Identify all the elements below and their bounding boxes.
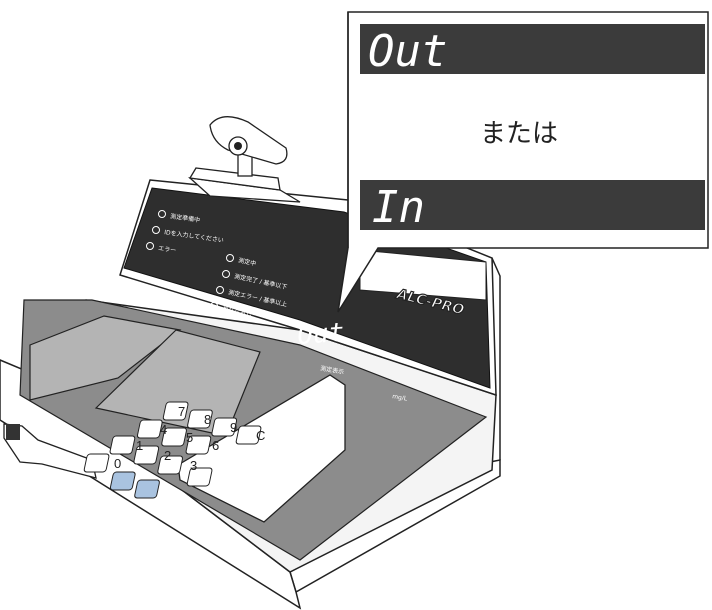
key-label: 7 bbox=[178, 404, 185, 419]
key-label: 2 bbox=[164, 448, 171, 463]
indicator-label: 測定中 bbox=[238, 256, 257, 268]
callout-display-out bbox=[360, 24, 705, 74]
key-8[interactable] bbox=[187, 409, 213, 429]
key-label: 4 bbox=[160, 422, 167, 437]
key-label: 1 bbox=[136, 438, 143, 453]
key-9[interactable] bbox=[211, 417, 238, 437]
panel-unit: mg/L bbox=[392, 393, 409, 403]
indicator-label: エラー bbox=[158, 245, 177, 254]
indicator-lamp-icon bbox=[222, 270, 230, 278]
key-4[interactable] bbox=[136, 419, 163, 439]
callout-display-in bbox=[360, 180, 705, 230]
key-label: 6 bbox=[212, 438, 219, 453]
key-c[interactable] bbox=[235, 425, 262, 445]
side-connector bbox=[3, 423, 97, 479]
key-7[interactable] bbox=[162, 401, 189, 421]
key-label: 9 bbox=[230, 420, 237, 435]
key-3[interactable] bbox=[157, 455, 184, 475]
key-6[interactable] bbox=[185, 435, 212, 455]
key-menu[interactable] bbox=[186, 467, 213, 487]
key-5[interactable] bbox=[161, 427, 187, 447]
key-label: 8 bbox=[204, 412, 211, 427]
sensor-pad-right bbox=[94, 329, 261, 437]
callout-display-in-text: In bbox=[372, 182, 425, 233]
key-blue-2[interactable] bbox=[134, 479, 160, 499]
indicator-lamp-icon bbox=[158, 210, 166, 218]
key-1[interactable] bbox=[109, 435, 136, 455]
indicator-lamp-icon bbox=[216, 286, 224, 294]
key-2[interactable] bbox=[133, 445, 160, 465]
webcam-body bbox=[209, 116, 288, 165]
key-0[interactable] bbox=[83, 453, 110, 473]
keypad-base bbox=[177, 374, 346, 523]
connector-port-icon bbox=[6, 424, 20, 440]
key-label: C bbox=[256, 428, 265, 443]
indicator-lamp-icon bbox=[210, 302, 218, 310]
key-label: 0 bbox=[114, 456, 121, 471]
indicator-lamp-icon bbox=[146, 242, 154, 250]
callout-or-text: または bbox=[480, 119, 558, 149]
panel-display-value: Out bbox=[296, 318, 345, 351]
sensor-pad-left bbox=[29, 315, 182, 401]
indicator-lamp-icon bbox=[152, 226, 160, 234]
webcam-lens-center-icon bbox=[234, 142, 242, 150]
key-blue-1[interactable] bbox=[109, 471, 136, 491]
indicator-lamp-icon bbox=[226, 254, 234, 262]
callout-display-out-text: Out bbox=[368, 26, 447, 77]
key-label: 3 bbox=[190, 458, 197, 473]
key-label: 5 bbox=[186, 430, 193, 445]
